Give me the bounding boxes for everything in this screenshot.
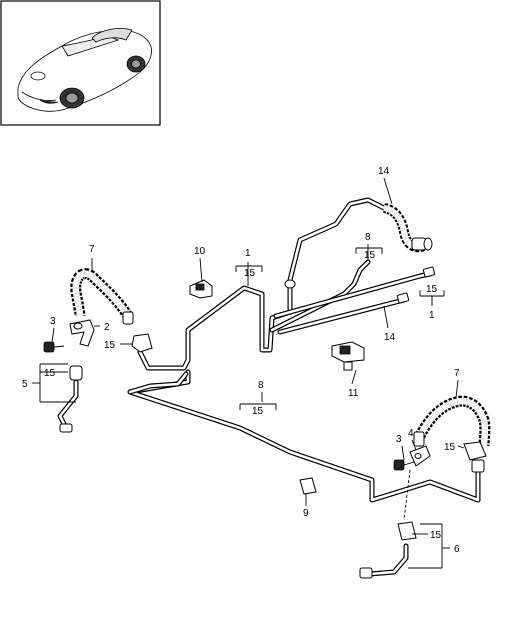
- callout-15-a: 15: [244, 268, 256, 279]
- pipe-end-right: [471, 459, 485, 473]
- car-thumbnail: [0, 0, 161, 126]
- callout-4: 4: [408, 428, 414, 439]
- clip-15-right: [463, 441, 487, 461]
- callout-7-right: 7: [454, 368, 460, 379]
- callout-3-right: 3: [396, 434, 402, 445]
- brake-line-loop: [127, 371, 189, 395]
- callouts: 14 10 1 15 8 15 15 1 14 11 7 3 2 15 5 15…: [22, 166, 460, 555]
- leader-lines: [32, 177, 465, 569]
- bolt-3-right: [393, 459, 415, 471]
- hose-bracket-4: [409, 445, 431, 467]
- callout-8-top: 8: [365, 232, 371, 243]
- brake-line-6: [359, 521, 417, 579]
- clip-15-left: [131, 333, 153, 353]
- callout-15-e: 15: [44, 368, 56, 379]
- callout-14-mid: 14: [384, 332, 396, 343]
- callout-15-c: 15: [426, 284, 438, 295]
- brake-hose-7-left: [70, 268, 134, 325]
- brake-line-8-upper: [269, 259, 371, 333]
- callout-15-h: 15: [430, 530, 442, 541]
- callout-15-g: 15: [444, 442, 456, 453]
- pipe-grommet: [284, 279, 296, 289]
- brake-hose-14: [382, 203, 433, 253]
- callout-1-top: 1: [245, 248, 251, 259]
- callout-3-left: 3: [50, 316, 56, 327]
- car-icon: [17, 28, 152, 112]
- bracket-icon: [189, 279, 213, 299]
- hose-bracket-2: [69, 319, 95, 347]
- callout-7-left: 7: [89, 244, 95, 255]
- callout-14-top: 14: [378, 166, 390, 177]
- callout-8-mid: 8: [258, 380, 264, 391]
- brake-line-14-lower: [277, 292, 410, 335]
- brake-hose-7-right: [413, 395, 491, 447]
- callout-9: 9: [303, 508, 309, 519]
- brake-line-5: [57, 365, 83, 433]
- callout-6: 6: [454, 544, 460, 555]
- callout-15-d: 15: [104, 340, 116, 351]
- clip-9: [299, 477, 317, 495]
- bolt-3-left: [43, 341, 65, 353]
- callout-5: 5: [22, 379, 28, 390]
- brake-line-1: [273, 266, 436, 319]
- bracket-11-icon: [331, 341, 365, 371]
- callout-11: 11: [348, 388, 359, 399]
- callout-15-f: 15: [252, 406, 264, 417]
- callout-15-b: 15: [364, 250, 376, 261]
- callout-1-right: 1: [429, 310, 435, 321]
- callout-2: 2: [104, 322, 110, 333]
- callout-10: 10: [194, 246, 206, 257]
- leader-dashed: [403, 469, 411, 521]
